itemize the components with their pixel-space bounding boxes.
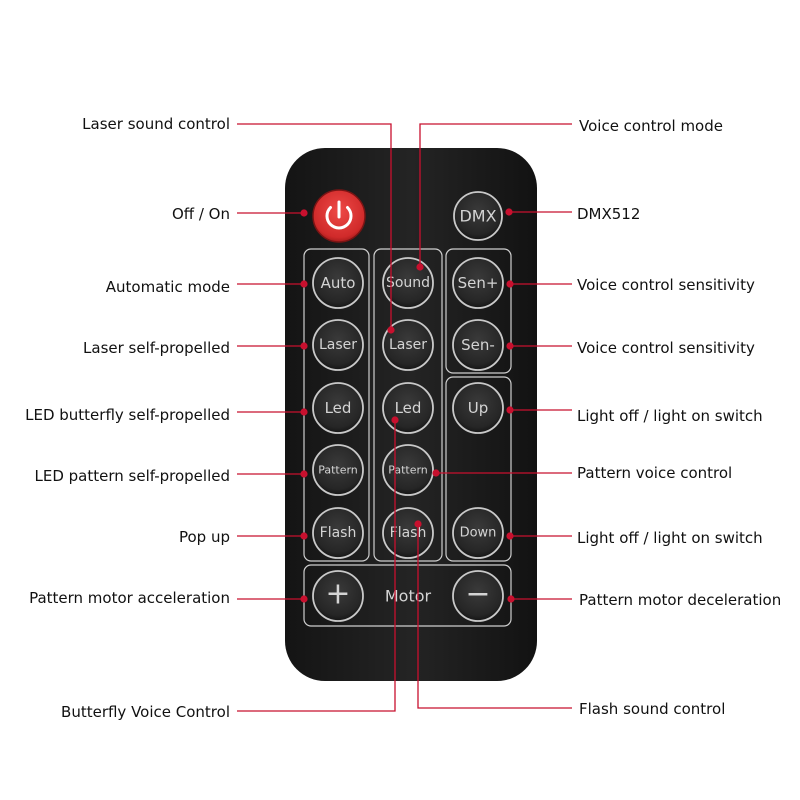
label-laser-self-propelled: Laser self-propelled (83, 339, 230, 357)
dmx-button-label: DMX (459, 207, 496, 226)
label-voice-control-sensitivity-minus: Voice control sensitivity (577, 339, 755, 357)
up-button-label: Up (468, 399, 489, 417)
leader-sensitivity-minus-dot (506, 342, 514, 350)
label-light-switch-up: Light off / light on switch (577, 407, 763, 425)
label-off-on: Off / On (171, 205, 230, 223)
label-pop-up: Pop up (178, 528, 230, 546)
flash-sound-button[interactable]: Flash (382, 507, 434, 559)
leader-pop-up-dot (300, 532, 308, 540)
leader-light-switch-down-dot (506, 532, 514, 540)
leader-laser-self-dot (300, 342, 308, 350)
sound-button-label: Sound (386, 275, 430, 291)
label-pattern-motor-deceleration: Pattern motor deceleration (579, 591, 782, 609)
leader-automatic-mode-dot (300, 280, 308, 288)
power-button[interactable] (312, 189, 366, 243)
down-button-label: Down (460, 526, 497, 541)
label-light-switch-down: Light off / light on switch (577, 529, 763, 547)
leader-flash-sound-dot (414, 520, 422, 528)
led-voice-button[interactable]: Led (382, 382, 434, 434)
pattern-self-button[interactable]: Pattern (312, 444, 364, 496)
label-led-pattern-self-propelled: LED pattern self-propelled (34, 467, 231, 485)
motor-plus-button[interactable]: + (312, 570, 364, 622)
label-voice-control-mode: Voice control mode (579, 117, 723, 135)
leader-voice-control-mode-dot (416, 263, 424, 271)
pattern-voice-button-label: Pattern (388, 464, 428, 477)
leader-motor-deceleration-dot (507, 595, 515, 603)
laser-sound-button[interactable]: Laser (382, 319, 434, 371)
leader-butterfly-voice (237, 420, 396, 712)
leader-dots (300, 208, 515, 603)
leader-led-butterfly-self-dot (300, 408, 308, 416)
label-flash-sound-control: Flash sound control (579, 700, 726, 718)
label-laser-sound-control: Laser sound control (82, 115, 230, 133)
motor-minus-button[interactable]: − (452, 570, 504, 622)
led-self-button-label: Led (325, 399, 352, 417)
laser-self-button[interactable]: Laser (312, 319, 364, 371)
down-button[interactable]: Down (452, 507, 504, 559)
auto-button[interactable]: Auto (312, 257, 364, 309)
leader-light-switch-up-dot (506, 406, 514, 414)
label-pattern-motor-acceleration: Pattern motor acceleration (29, 589, 230, 607)
leader-dmx512-dot (505, 208, 513, 216)
plus-icon: + (325, 577, 350, 612)
leader-lines (237, 123, 572, 712)
dmx-button[interactable]: DMX (453, 191, 503, 241)
leader-laser-sound (237, 123, 392, 330)
motor-label: Motor (385, 587, 432, 606)
leader-led-pattern-self-dot (300, 470, 308, 478)
leader-sensitivity-plus-dot (506, 280, 514, 288)
button-group-frames (303, 248, 512, 627)
leader-pattern-voice-dot (432, 469, 440, 477)
laser-self-button-label: Laser (319, 337, 357, 353)
label-voice-control-sensitivity-plus: Voice control sensitivity (577, 276, 755, 294)
laser-sound-button-label: Laser (389, 337, 427, 353)
pattern-self-button-label: Pattern (318, 464, 358, 477)
label-butterfly-voice-control: Butterfly Voice Control (61, 703, 230, 721)
sen-minus-button-label: Sen- (461, 336, 495, 354)
auto-button-label: Auto (321, 274, 356, 292)
label-pattern-voice-control: Pattern voice control (577, 464, 733, 482)
led-voice-button-label: Led (395, 399, 422, 417)
leader-motor-acceleration-dot (300, 595, 308, 603)
sen-plus-button[interactable]: Sen+ (452, 257, 504, 309)
minus-icon: − (465, 577, 490, 612)
led-self-button[interactable]: Led (312, 382, 364, 434)
power-icon (325, 200, 353, 230)
flash-sound-button-label: Flash (390, 525, 427, 541)
sen-plus-button-label: Sen+ (458, 274, 499, 292)
up-button[interactable]: Up (452, 382, 504, 434)
flash-self-button[interactable]: Flash (312, 507, 364, 559)
leader-voice-control-mode (419, 123, 572, 267)
sen-minus-button[interactable]: Sen- (452, 319, 504, 371)
label-automatic-mode: Automatic mode (105, 278, 230, 296)
label-dmx512: DMX512 (577, 205, 641, 223)
leader-flash-sound (417, 524, 572, 709)
flash-self-button-label: Flash (320, 525, 357, 541)
leader-off-on-dot (300, 209, 308, 217)
pattern-voice-button[interactable]: Pattern (382, 444, 434, 496)
leader-laser-sound-dot (387, 326, 395, 334)
leader-butterfly-voice-dot (391, 416, 399, 424)
label-led-butterfly-self-propelled: LED butterfly self-propelled (25, 406, 230, 424)
